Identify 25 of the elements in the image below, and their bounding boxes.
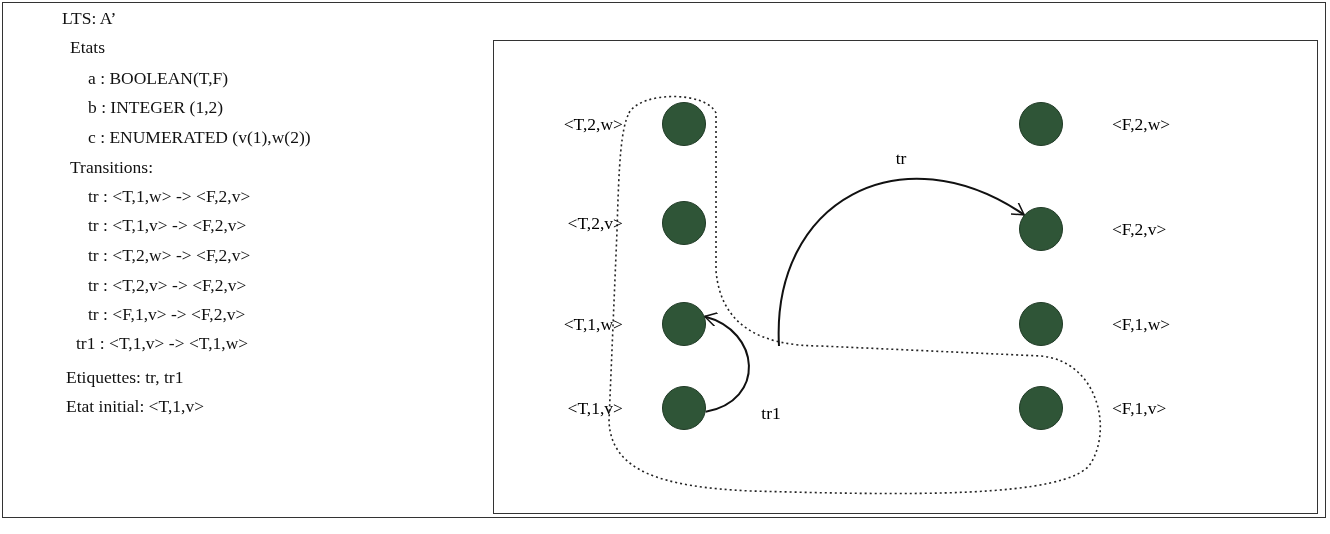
spec-text: b : INTEGER (1,2) <box>88 97 224 118</box>
spec-text: Transitions: <box>70 157 153 178</box>
spec-text: Etiquettes: tr, tr1 <box>66 367 184 388</box>
state-label: <T,2,v> <box>567 212 623 234</box>
state-label: <F,1,w> <box>1112 313 1171 335</box>
spec-text: tr : <T,2,v> -> <F,2,v> <box>88 275 247 296</box>
state-label: <F,1,v> <box>1112 397 1167 419</box>
state-label: <T,1,v> <box>567 397 623 419</box>
transition-arrow <box>703 313 750 413</box>
state-label: <T,2,w> <box>563 113 623 135</box>
spec-text: tr : <T,1,v> -> <F,2,v> <box>88 215 247 236</box>
spec-text: LTS: A’ <box>62 8 117 29</box>
spec-text: tr : <T,1,w> -> <F,2,v> <box>88 186 251 207</box>
spec-text: a : BOOLEAN(T,F) <box>88 68 229 89</box>
spec-text: Etat initial: <T,1,v> <box>66 396 204 417</box>
state-label: <T,1,w> <box>563 313 623 335</box>
state-label: <F,2,w> <box>1112 113 1171 135</box>
transition-arrow <box>778 178 1026 347</box>
spec-text: tr1 : <T,1,v> -> <T,1,w> <box>76 333 249 354</box>
spec-text: tr : <F,1,v> -> <F,2,v> <box>88 304 246 325</box>
state-label: <F,2,v> <box>1112 218 1167 240</box>
spec-text: c : ENUMERATED (v(1),w(2)) <box>88 127 311 148</box>
panel-box <box>493 40 1318 514</box>
spec-text: Etats <box>70 37 105 58</box>
spec-text: tr : <T,2,w> -> <F,2,v> <box>88 245 251 266</box>
